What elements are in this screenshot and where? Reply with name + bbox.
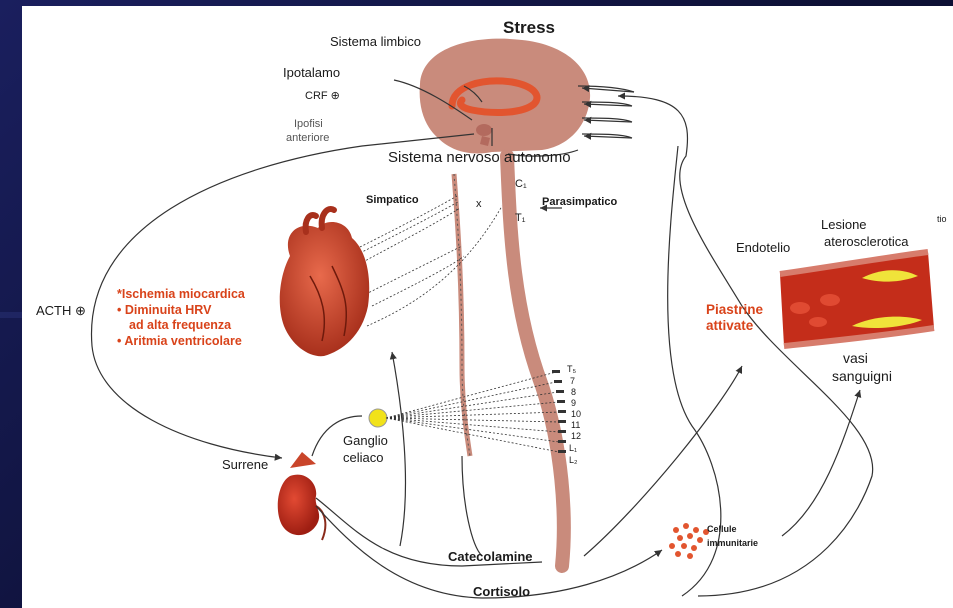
spinal-level-label: 10 (571, 409, 581, 419)
limbic-system-label: Sistema limbico (330, 35, 421, 50)
c1-label: C₁ (515, 178, 527, 191)
effect-item: • Diminuita HRV (117, 303, 245, 319)
ganglion-fibers (386, 372, 559, 452)
autonomic-system-label: Sistema nervoso autonomo (388, 149, 571, 166)
vessels-label: vasi (843, 350, 868, 366)
spinal-level-label: 12 (571, 431, 581, 441)
activated-platelets-label: Piastrine (706, 302, 763, 318)
cardiac-effects-list: *Ischemia miocardica • Diminuita HRV ad … (117, 287, 245, 350)
heart-shape (280, 222, 369, 356)
effect-item: • Aritmia ventricolare (117, 334, 245, 350)
spinal-level-label: 7 (570, 376, 575, 386)
adrenal-label: Surrene (222, 458, 268, 473)
immune-cells-label: Cellule (707, 524, 737, 534)
hypothalamus-label: Ipotalamo (283, 66, 340, 81)
cut-off-text: tio (937, 214, 947, 224)
x-mark: x (476, 198, 482, 211)
endothelium-label: Endotelio (736, 241, 790, 256)
effect-item: *Ischemia miocardica (117, 287, 245, 303)
stress-label: Stress (503, 18, 555, 38)
brain-shape (420, 39, 590, 154)
immune-cells (669, 523, 709, 559)
hypothalamus-shape (476, 124, 492, 136)
sympathetic-chain (454, 174, 470, 456)
spinal-level-label: 11 (571, 420, 580, 430)
crf-label: CRF ⊕ (305, 90, 340, 103)
spinal-level-label: T₅ (567, 364, 576, 374)
catecholamines-label: Catecolamine (448, 550, 533, 565)
anterior-label: anteriore (286, 132, 329, 145)
acth-label: ACTH ⊕ (36, 304, 86, 319)
spinal-level-label: 8 (571, 387, 576, 397)
t1-label: T₁ (515, 212, 525, 225)
celiac-label: celiaco (343, 451, 383, 466)
ganglion-label: Ganglio (343, 434, 388, 449)
cortisol-label: Cortisolo (473, 585, 530, 600)
celiac-ganglion-shape (369, 409, 387, 427)
spinal-level-label: L₂ (569, 455, 578, 465)
sympathetic-label: Simpatico (366, 194, 419, 207)
blood-vessel (780, 252, 934, 346)
spinal-level-label: L₁ (569, 443, 577, 453)
atherosclerotic-label: aterosclerotica (824, 235, 909, 250)
activated-platelets-label-line2: attivate (706, 318, 753, 334)
spinal-level-label: 9 (571, 398, 576, 408)
vessels-label-line2: sanguigni (832, 368, 892, 384)
parasympathetic-label: Parasimpatico (542, 196, 617, 209)
pituitary-label: Ipofisi (294, 118, 323, 131)
effect-item: ad alta frequenza (117, 318, 245, 334)
lesion-label: Lesione (821, 218, 867, 233)
kidney-shape (278, 475, 319, 536)
immune-cells-label-line2: immunitarie (707, 538, 758, 548)
